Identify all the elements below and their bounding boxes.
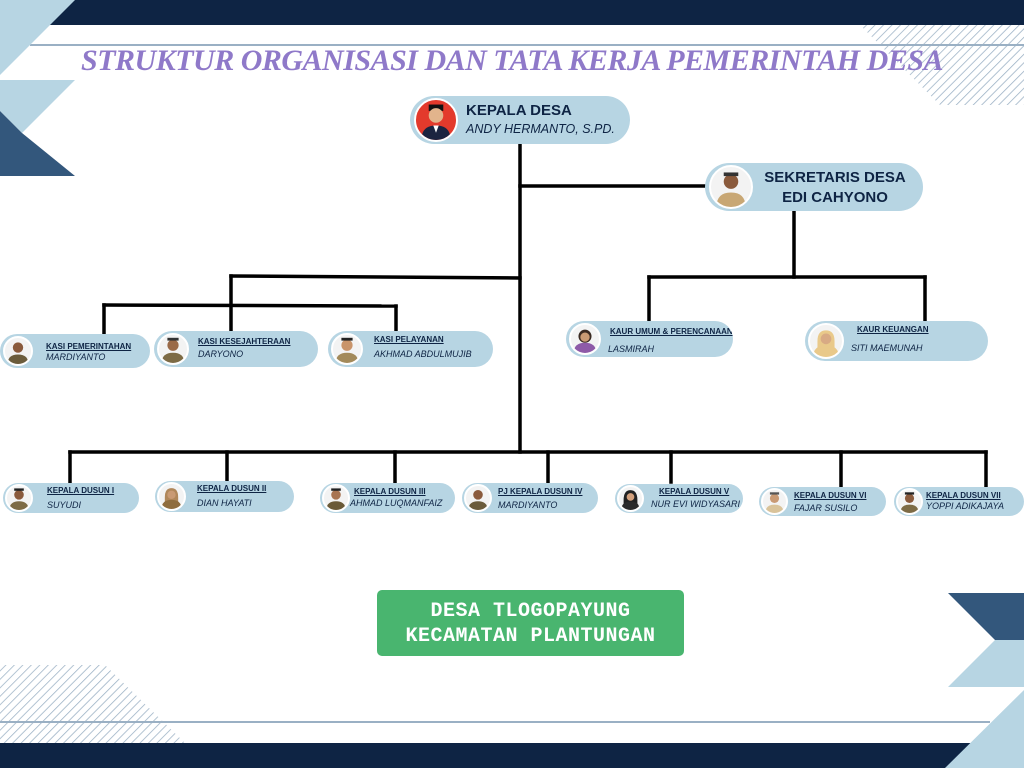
org-card-dusun-2: KEPALA DUSUN II DIAN HAYATI	[155, 481, 294, 512]
org-card-sekretaris-desa: SEKRETARIS DESA EDI CAHYONO	[705, 163, 923, 211]
person-photo-icon	[3, 336, 33, 366]
role-label: KASI PEMERINTAHAN	[46, 342, 132, 351]
org-card-kepala-desa: KEPALA DESA ANDY HERMANTO, S.PD.	[410, 96, 630, 144]
org-card-dusun-5: KEPALA DUSUN V NUR EVI WIDYASARI	[615, 484, 743, 513]
person-photo-icon	[709, 165, 753, 209]
org-card-kasi-kesejahteraan: KASI KESEJAHTERAAN DARYONO	[154, 331, 318, 367]
person-name: YOPPI ADIKAJAYA	[926, 501, 1005, 511]
person-name: NUR EVI WIDYASARI	[651, 499, 741, 509]
role-label: KEPALA DUSUN III	[354, 487, 426, 496]
person-photo-icon	[569, 323, 601, 355]
village-name: DESA TLOGOPAYUNG	[430, 600, 631, 623]
bottom-bar	[0, 743, 1024, 768]
district-name: KECAMATAN PLANTUNGAN	[405, 625, 656, 648]
role-label: KASI PELAYANAN	[374, 335, 444, 344]
person-name: ANDY HERMANTO, S.PD.	[466, 122, 615, 136]
org-card-kasi-pelayanan: KASI PELAYANAN AKHMAD ABDULMUJIB	[328, 331, 493, 367]
person-photo-icon	[331, 333, 363, 365]
org-card-dusun-3: KEPALA DUSUN III AHMAD LUQMANFAIZ	[320, 483, 455, 513]
person-photo-icon	[617, 485, 644, 512]
page-title: STRUKTUR ORGANISASI DAN TATA KERJA PEMER…	[81, 44, 943, 77]
role-label: PJ KEPALA DUSUN IV	[498, 487, 583, 496]
person-name: LASMIRAH	[608, 344, 655, 354]
org-card-dusun-7: KEPALA DUSUN VII YOPPI ADIKAJAYA	[894, 487, 1024, 516]
org-card-kaur-umum: KAUR UMUM & PERENCANAAN LASMIRAH	[566, 321, 733, 357]
person-name: DIAN HAYATI	[197, 498, 252, 508]
role-label: KASI KESEJAHTERAAN	[198, 337, 291, 346]
role-label: KEPALA DUSUN V	[659, 487, 730, 496]
role-label: KEPALA DUSUN I	[47, 486, 115, 495]
person-photo-icon	[896, 488, 923, 515]
org-card-kaur-keuangan: KAUR KEUANGAN SITI MAEMUNAH	[805, 321, 988, 361]
role-label: KEPALA DESA	[466, 102, 572, 119]
role-label: KAUR KEUANGAN	[857, 325, 929, 334]
person-name: AHMAD LUQMANFAIZ	[350, 498, 443, 508]
person-name: SITI MAEMUNAH	[851, 343, 923, 353]
org-card-kasi-pemerintahan: KASI PEMERINTAHAN MARDIYANTO	[0, 334, 150, 368]
org-card-dusun-4: PJ KEPALA DUSUN IV MARDIYANTO	[462, 483, 598, 513]
top-bar	[0, 0, 1024, 25]
person-name: FAJAR SUSILO	[794, 503, 858, 513]
person-name: SUYUDI	[47, 500, 82, 510]
role-label: KEPALA DUSUN II	[197, 484, 267, 493]
person-photo-icon	[157, 333, 189, 365]
role-label: KEPALA DUSUN VI	[794, 491, 867, 500]
role-label: KAUR UMUM & PERENCANAAN	[610, 327, 733, 336]
person-photo-icon	[808, 323, 844, 359]
person-photo-icon	[322, 484, 350, 512]
person-photo-icon	[157, 482, 186, 511]
person-photo-icon	[464, 484, 492, 512]
person-name: MARDIYANTO	[46, 352, 106, 362]
person-name: DARYONO	[198, 349, 244, 359]
org-card-dusun-1: KEPALA DUSUN I SUYUDI	[3, 483, 139, 513]
person-name: AKHMAD ABDULMUJIB	[374, 349, 472, 359]
role-label: SEKRETARIS DESA	[764, 169, 906, 186]
person-photo-icon	[5, 484, 33, 512]
person-name: EDI CAHYONO	[782, 189, 888, 206]
person-name: MARDIYANTO	[498, 500, 558, 510]
person-photo-icon	[761, 488, 788, 515]
person-photo-icon	[414, 98, 458, 142]
village-banner: DESA TLOGOPAYUNG KECAMATAN PLANTUNGAN	[377, 590, 684, 656]
role-label: KEPALA DUSUN VII	[926, 491, 1001, 500]
org-card-dusun-6: KEPALA DUSUN VI FAJAR SUSILO	[759, 487, 886, 516]
